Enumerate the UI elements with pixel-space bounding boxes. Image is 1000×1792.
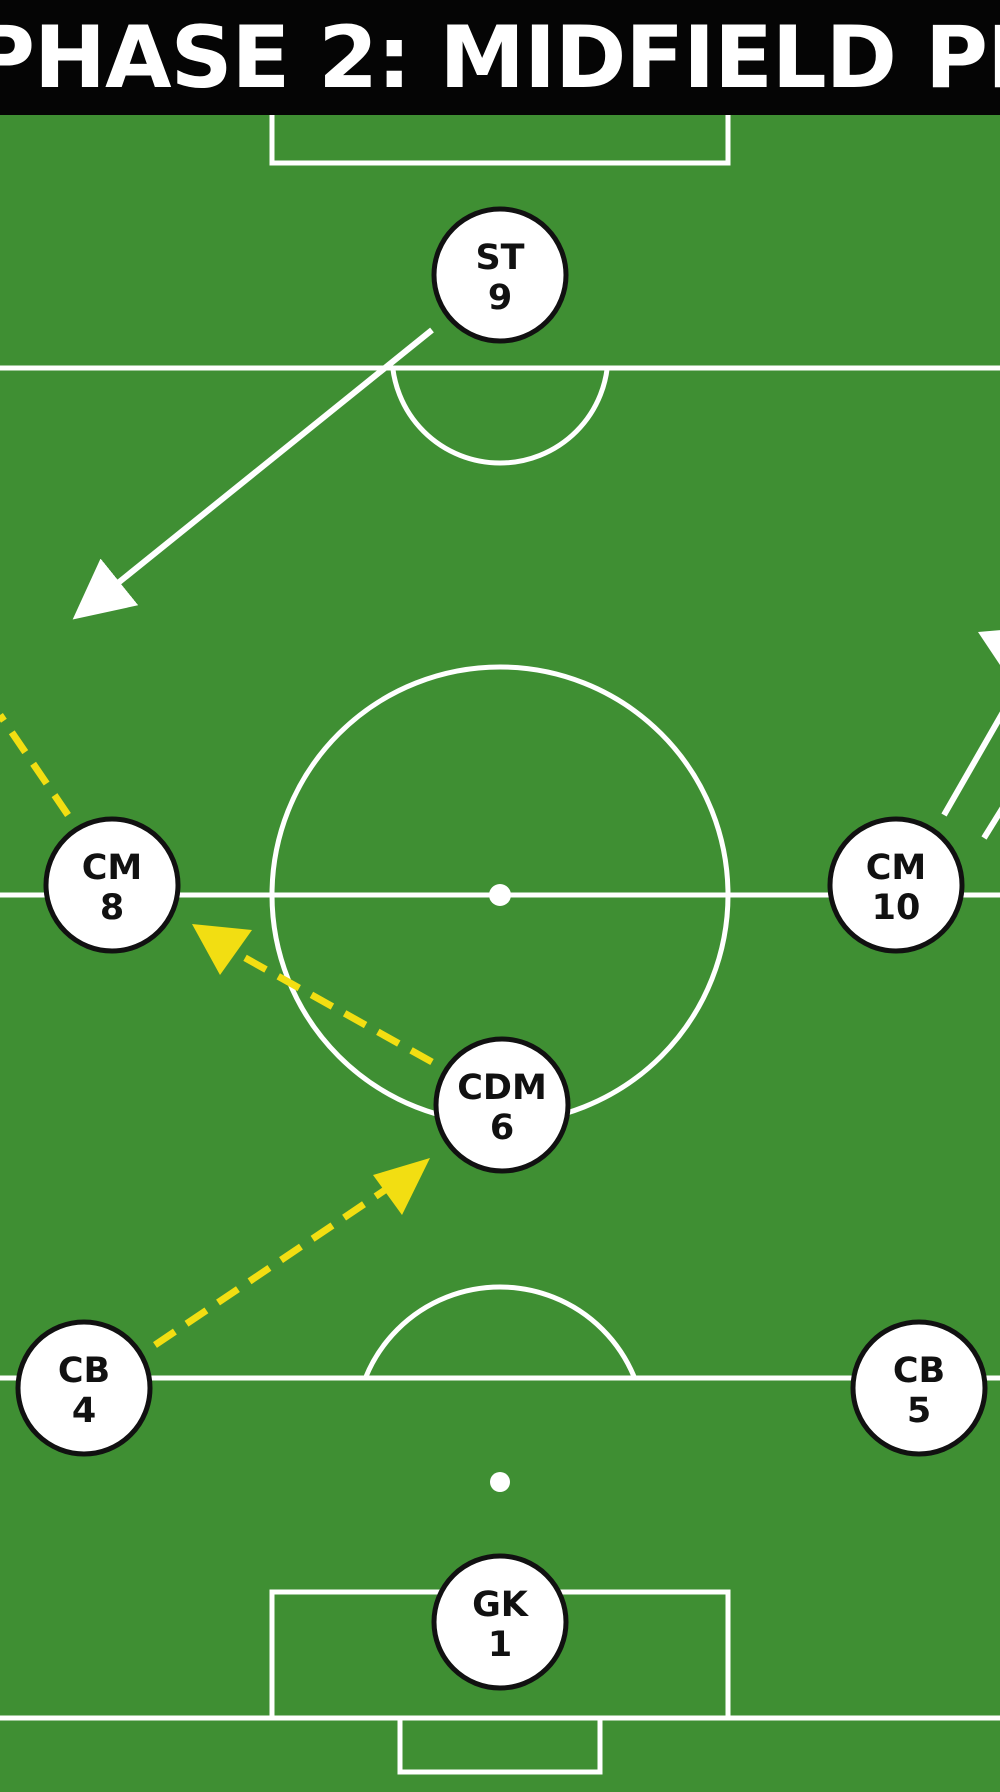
run-line-cm10-a (941, 711, 1000, 817)
six-yard-box (397, 1718, 603, 1775)
player-number: 8 (100, 888, 124, 928)
page-title: PHASE 2: MIDFIELD PROGRESSION (0, 8, 1000, 108)
bottom-penalty-arc (362, 1284, 638, 1378)
player-number: 10 (872, 888, 921, 928)
player-cm8[interactable]: CM 8 (43, 816, 181, 954)
players: ST 9 CM 8 CM 10 CDM 6 CB 4 (15, 206, 988, 1691)
penalty-spot (490, 1472, 510, 1492)
player-cm10[interactable]: CM 10 (827, 816, 965, 954)
run-arrow-st9 (72, 327, 434, 620)
player-role: CM (866, 848, 927, 888)
run-line-cm10-b (981, 806, 1000, 840)
pass-arrow-cdm6-cm8 (220, 941, 434, 1066)
player-st9[interactable]: ST 9 (431, 206, 569, 344)
passes (0, 713, 434, 1348)
runs (72, 327, 1000, 840)
player-role: ST (475, 238, 524, 278)
pass-arrowhead-cdm6 (373, 1158, 430, 1215)
pass-arrow-cb4-cdm6 (153, 1185, 390, 1348)
player-number: 6 (490, 1108, 514, 1148)
player-number: 9 (488, 278, 512, 318)
title-bar: PHASE 2: MIDFIELD PROGRESSION (0, 0, 1000, 115)
player-role: GK (472, 1585, 530, 1625)
player-role: CB (58, 1351, 110, 1391)
top-penalty-arc (390, 368, 610, 466)
center-spot (489, 884, 511, 906)
run-arrowhead-cm10 (978, 630, 1000, 665)
player-number: 5 (907, 1391, 931, 1431)
player-cb5[interactable]: CB 5 (850, 1319, 988, 1457)
player-role: CB (893, 1351, 945, 1391)
player-number: 4 (72, 1391, 96, 1431)
player-role: CM (82, 848, 143, 888)
top-six-yard-box (269, 115, 731, 166)
player-cb4[interactable]: CB 4 (15, 1319, 153, 1457)
player-number: 1 (488, 1625, 512, 1665)
pass-arrow-cm8-forward (0, 713, 71, 817)
pass-arrowhead-cm8 (192, 924, 252, 975)
player-cdm6[interactable]: CDM 6 (433, 1036, 571, 1174)
player-role: CDM (457, 1068, 547, 1108)
player-gk1[interactable]: GK 1 (431, 1553, 569, 1691)
